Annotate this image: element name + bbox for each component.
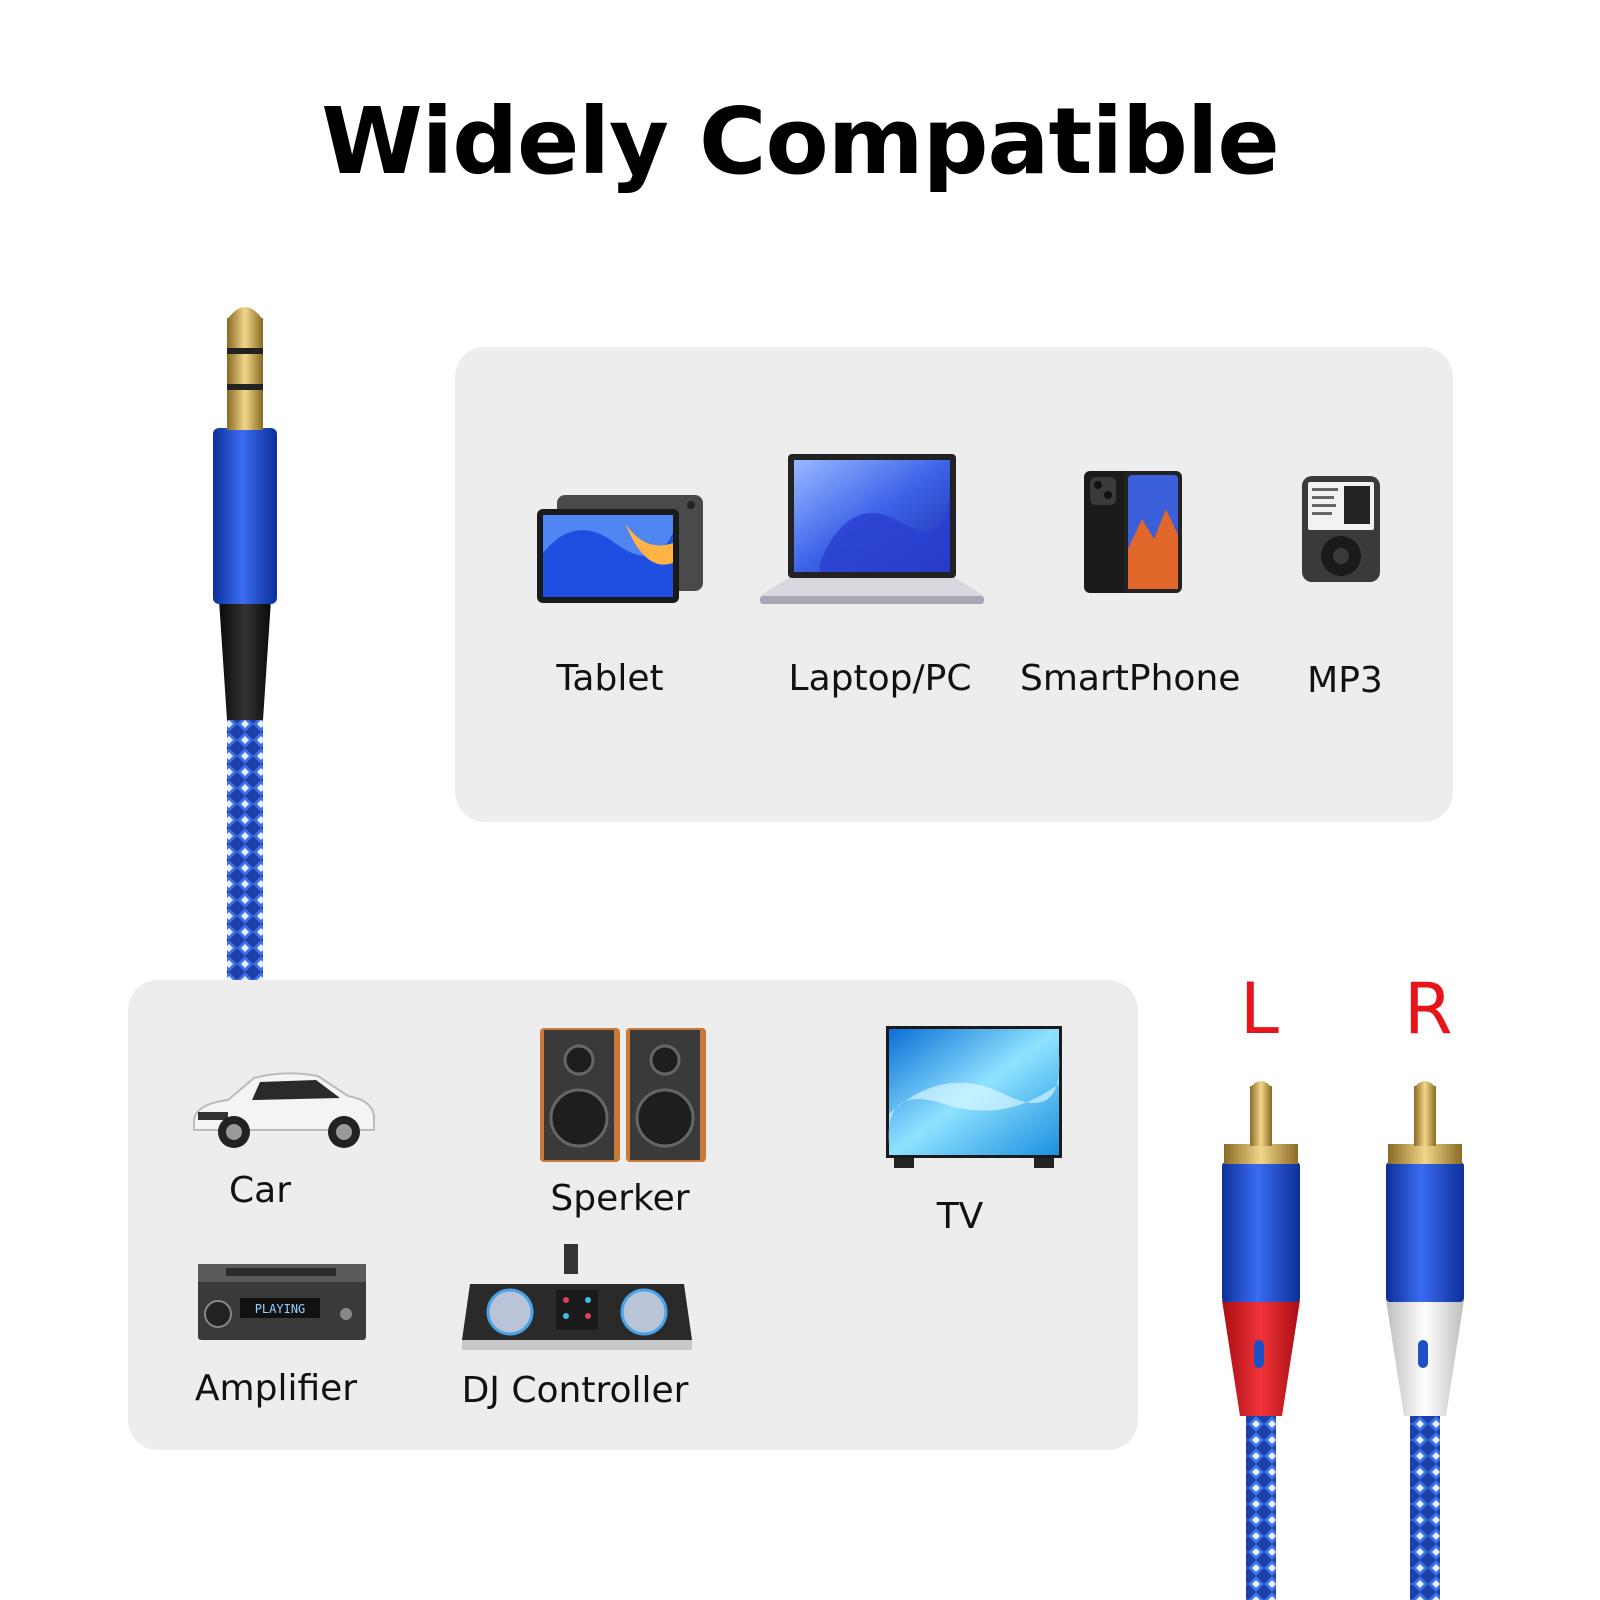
page-title: Widely Compatible (321, 88, 1280, 195)
tv-icon (886, 1026, 1062, 1168)
car-icon (193, 1072, 375, 1148)
mp3-player-icon (1302, 476, 1380, 582)
dj-controller-icon (462, 1244, 692, 1350)
device-label-car: Car (229, 1170, 291, 1211)
device-label-tablet: Tablet (556, 658, 664, 699)
amplifier-icon: PLAYING (198, 1264, 366, 1340)
aux-cable-icon (213, 307, 277, 980)
device-label-amplifier: Amplifier (194, 1368, 358, 1409)
device-label-tv: TV (936, 1196, 984, 1237)
tablet-icon (537, 495, 703, 603)
laptop-icon (760, 454, 984, 604)
rca-right-label: R (1404, 968, 1453, 1050)
device-label-smartphone: SmartPhone (1020, 658, 1241, 699)
device-label-laptop: Laptop/PC (788, 658, 972, 699)
rca-left-plug-icon (1222, 1081, 1300, 1600)
device-label-dj-controller: DJ Controller (461, 1370, 689, 1411)
rca-left-label: L (1240, 968, 1279, 1050)
device-label-speaker: Sperker (550, 1178, 690, 1219)
rca-right-plug-icon (1386, 1081, 1464, 1600)
smartphone-icon (1084, 471, 1182, 593)
speaker-icon (540, 1028, 706, 1162)
amplifier-display-text: PLAYING (255, 1302, 306, 1316)
device-label-mp3: MP3 (1307, 660, 1383, 701)
